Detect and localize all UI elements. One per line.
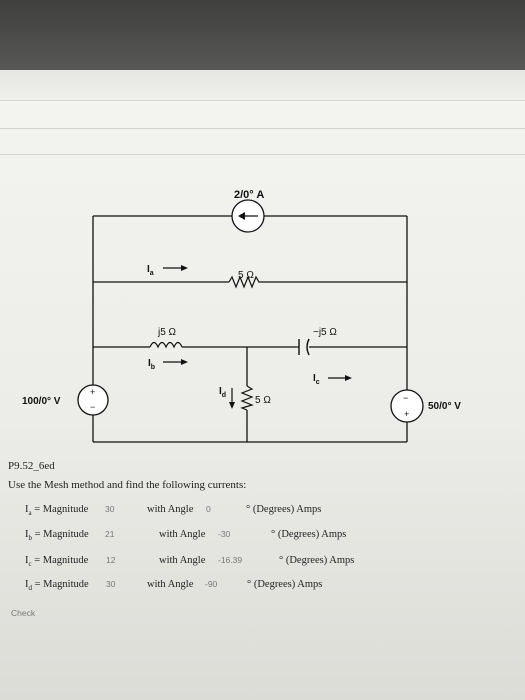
label-ia: I — [147, 264, 150, 275]
arrow-down-icon — [229, 402, 235, 409]
unit-text: ° (Degrees) Amps — [247, 579, 323, 590]
magnitude-input[interactable]: 30 — [106, 579, 116, 589]
left-voltage-source-symbol — [77, 384, 109, 416]
arrow-left-icon — [238, 212, 245, 220]
angle-input[interactable]: -16.39 — [218, 555, 243, 565]
answer-row-ic: Ic = Magnitude 12 with Angle -16.39 ° (D… — [0, 555, 525, 573]
magnitude-input[interactable]: 12 — [106, 555, 116, 565]
angle-input[interactable]: -30 — [218, 529, 231, 539]
inductor-label: j5 Ω — [157, 327, 177, 338]
angle-text: with Angle — [159, 529, 206, 540]
resistor-vertical-label: 5 Ω — [255, 395, 271, 406]
current-source-label: 2/0° A — [234, 189, 264, 201]
resistor-vertical-symbol — [240, 385, 254, 411]
plus-sign: + — [404, 409, 409, 419]
label-ib: I — [148, 358, 151, 369]
minus-sign: − — [403, 393, 408, 403]
current-label: Ib = Magnitude — [25, 529, 89, 543]
instructions: Use the Mesh method and find the followi… — [8, 479, 247, 491]
arrow-right-icon — [345, 375, 352, 381]
minus-sign: − — [90, 402, 95, 412]
right-source-label: 50/0° V — [428, 401, 461, 412]
divider — [0, 128, 525, 129]
svg-text:Ib: Ib — [148, 358, 155, 371]
circuit-diagram: 2/0° A Ia 5 Ω j5 Ω −j5 Ω Ib Ic Id 5 Ω 10… — [22, 189, 461, 443]
answer-row-ia: Ia = Magnitude 30 with Angle 0 ° (Degree… — [0, 504, 525, 522]
arrow-right-icon — [181, 265, 188, 271]
photo-dark-border — [0, 0, 525, 70]
unit-text: ° (Degrees) Amps — [246, 504, 322, 515]
problem-panel: P9.52_6ed Use the Mesh method and find t… — [0, 70, 525, 700]
magnitude-input[interactable]: 21 — [105, 529, 115, 539]
left-source-label: 100/0° V — [22, 396, 61, 407]
right-voltage-source-symbol — [390, 389, 424, 423]
answer-row-id: Id = Magnitude 30 with Angle -90 ° (Degr… — [0, 579, 525, 597]
magnitude-input[interactable]: 30 — [105, 504, 115, 514]
current-label: Ia = Magnitude — [25, 504, 89, 518]
angle-text: with Angle — [159, 555, 206, 566]
current-label: Id = Magnitude — [25, 579, 89, 593]
inductor-symbol — [149, 341, 183, 349]
resistor-top-symbol — [228, 275, 262, 289]
angle-text: with Angle — [147, 504, 194, 515]
plus-sign: + — [90, 387, 95, 397]
unit-text: ° (Degrees) Amps — [279, 555, 355, 566]
capacitor-label: −j5 Ω — [313, 327, 337, 338]
angle-text: with Angle — [147, 579, 194, 590]
problem-id: P9.52_6ed — [8, 460, 55, 472]
resistor-top-label: 5 Ω — [238, 270, 254, 281]
svg-text:Ic: Ic — [313, 373, 320, 386]
label-ic: I — [313, 373, 316, 384]
unit-text: ° (Degrees) Amps — [271, 529, 347, 540]
arrow-right-icon — [181, 359, 188, 365]
angle-input[interactable]: -90 — [205, 579, 218, 589]
browser-toolbar — [0, 70, 525, 101]
svg-text:Ia: Ia — [147, 264, 154, 277]
label-id: I — [219, 386, 222, 397]
browser-screen: 2/0° A Ia 5 Ω j5 Ω −j5 Ω Ib Ic Id 5 Ω 10… — [0, 70, 525, 700]
current-label: Ic = Magnitude — [25, 555, 89, 569]
check-button[interactable]: Check — [11, 608, 36, 618]
capacitor-symbol — [306, 338, 310, 356]
answer-row-ib: Ib = Magnitude 21 with Angle -30 ° (Degr… — [0, 529, 525, 547]
svg-text:Id: Id — [219, 386, 226, 399]
divider — [0, 154, 525, 155]
angle-input[interactable]: 0 — [206, 504, 211, 514]
